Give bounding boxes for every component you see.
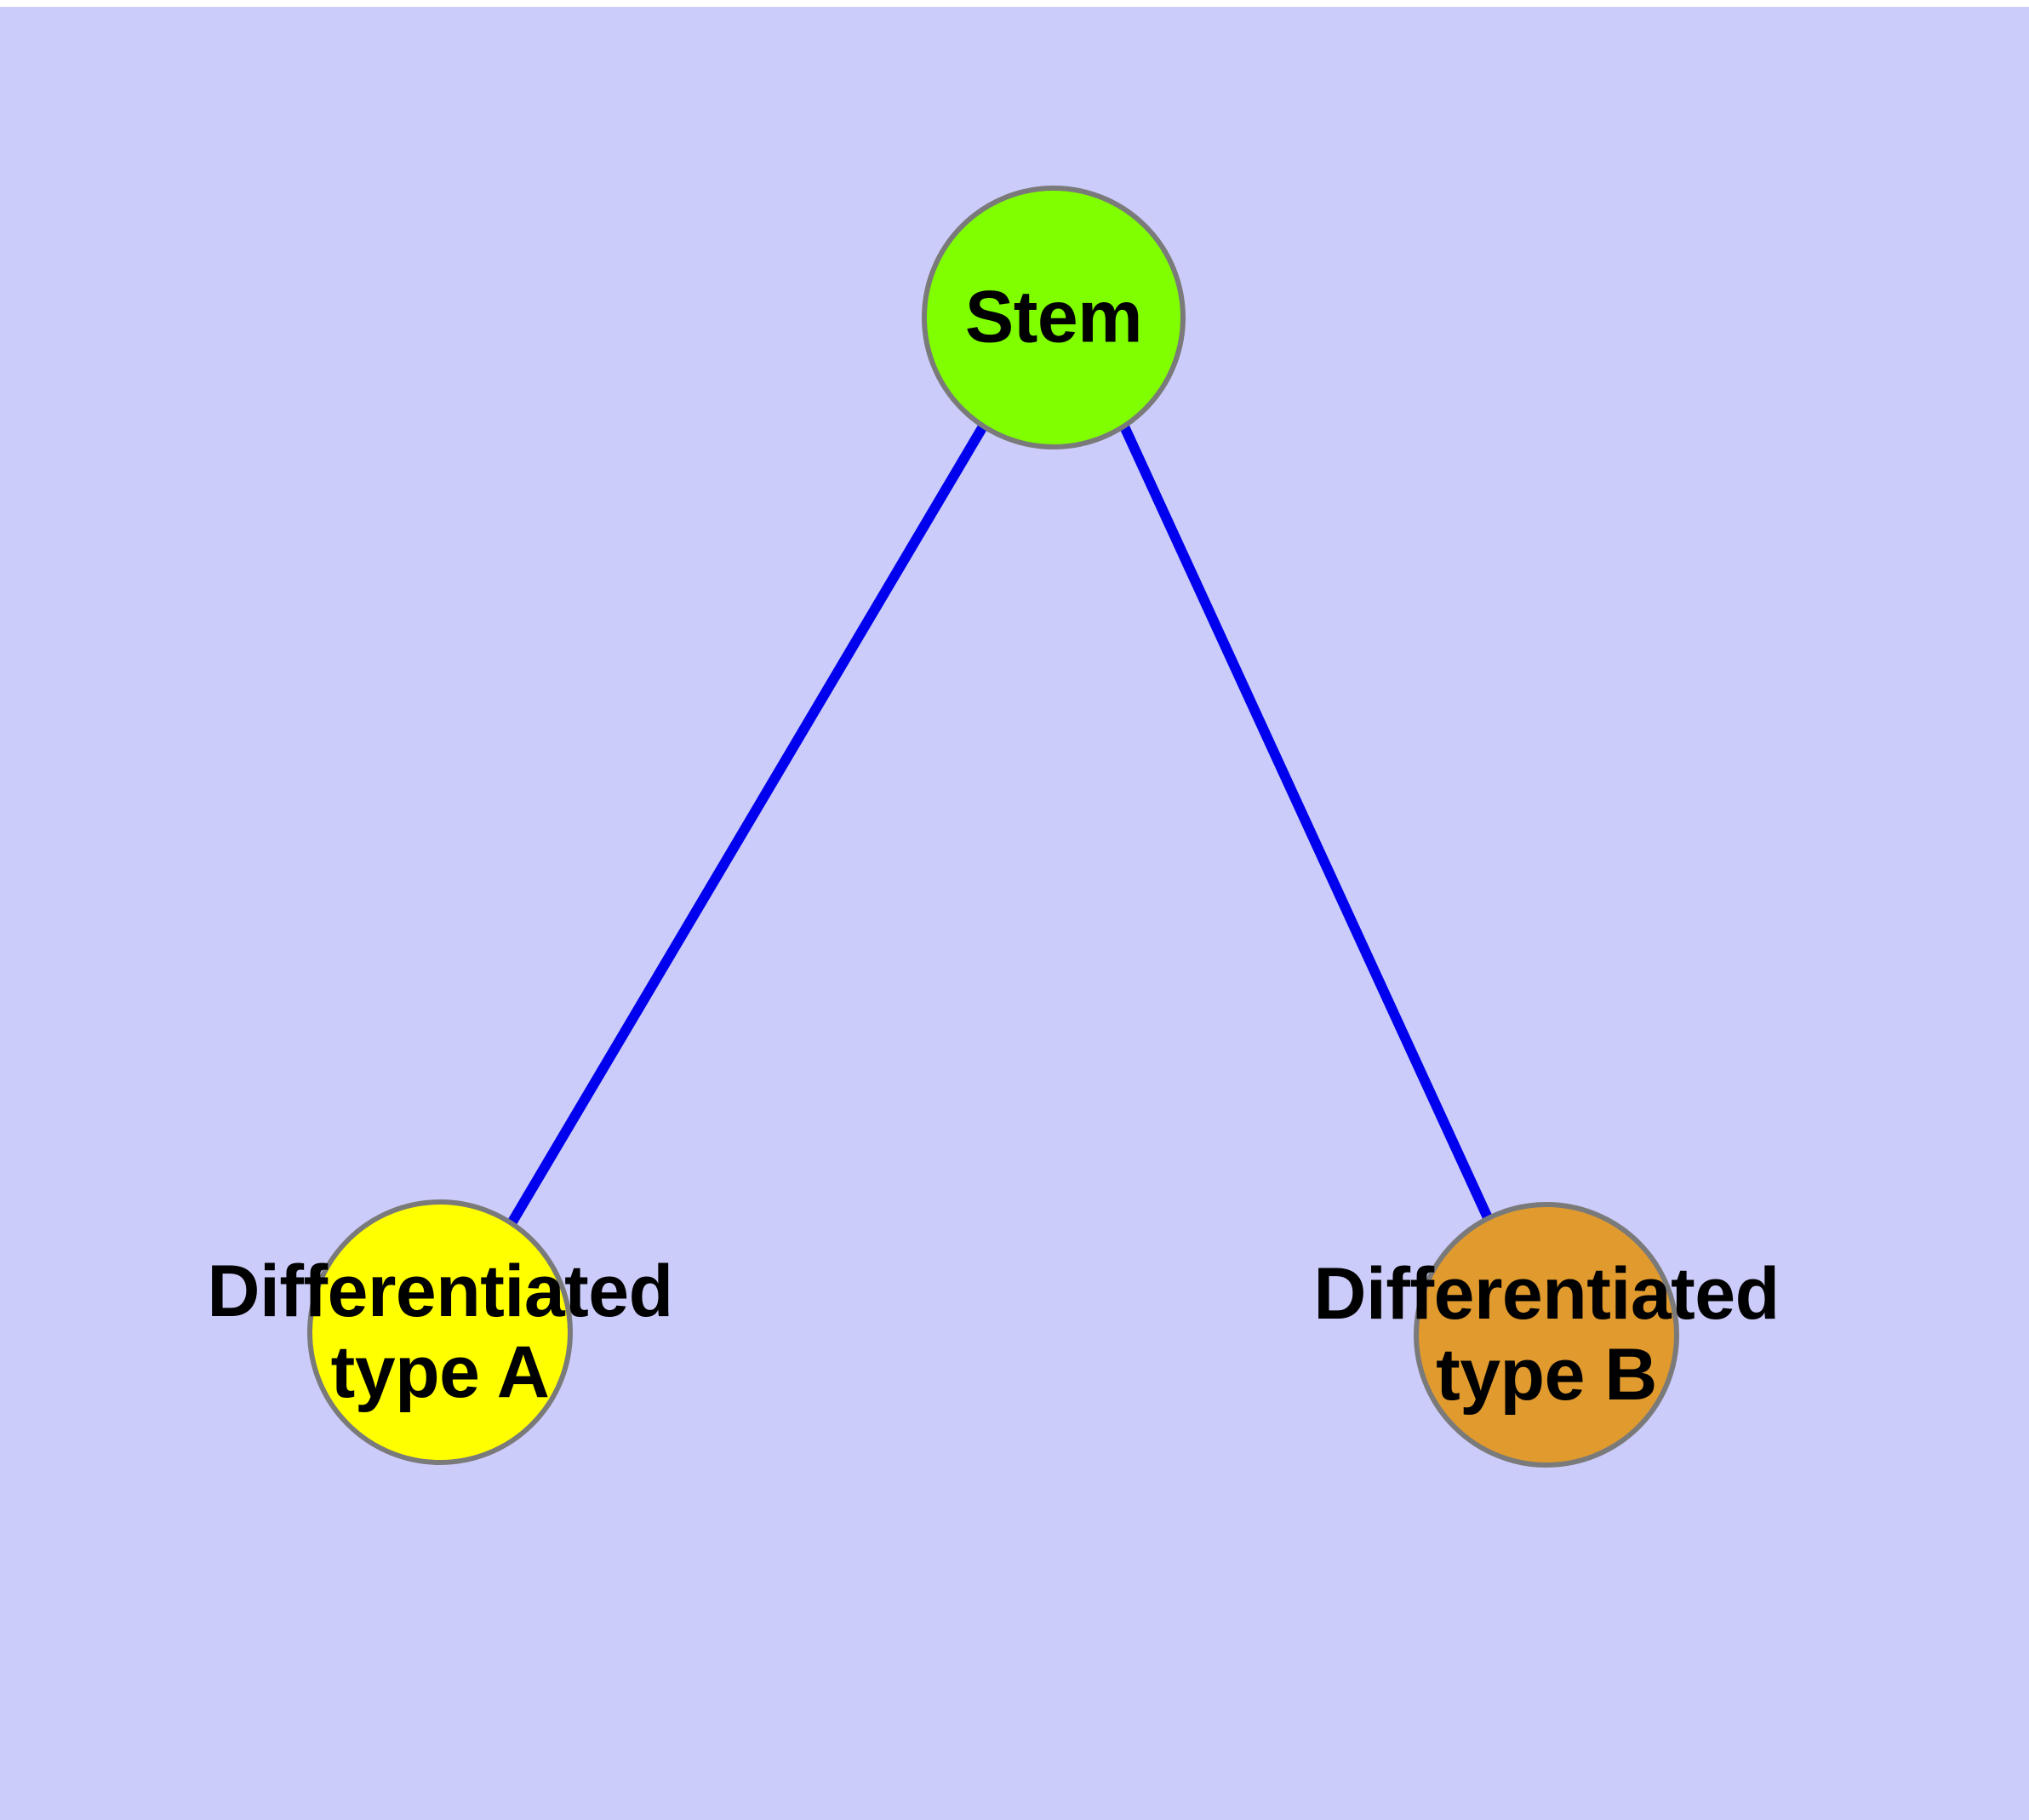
node-layer (307, 186, 1679, 1468)
node-circle-stem[interactable] (922, 186, 1186, 449)
node-circle-diff-b[interactable] (1414, 1202, 1679, 1468)
edge-stem-to-diff-a[interactable] (506, 423, 988, 1227)
node-circle-diff-a[interactable] (307, 1199, 573, 1465)
edge-layer (506, 423, 1495, 1227)
edge-stem-to-diff-b[interactable] (1119, 424, 1495, 1226)
